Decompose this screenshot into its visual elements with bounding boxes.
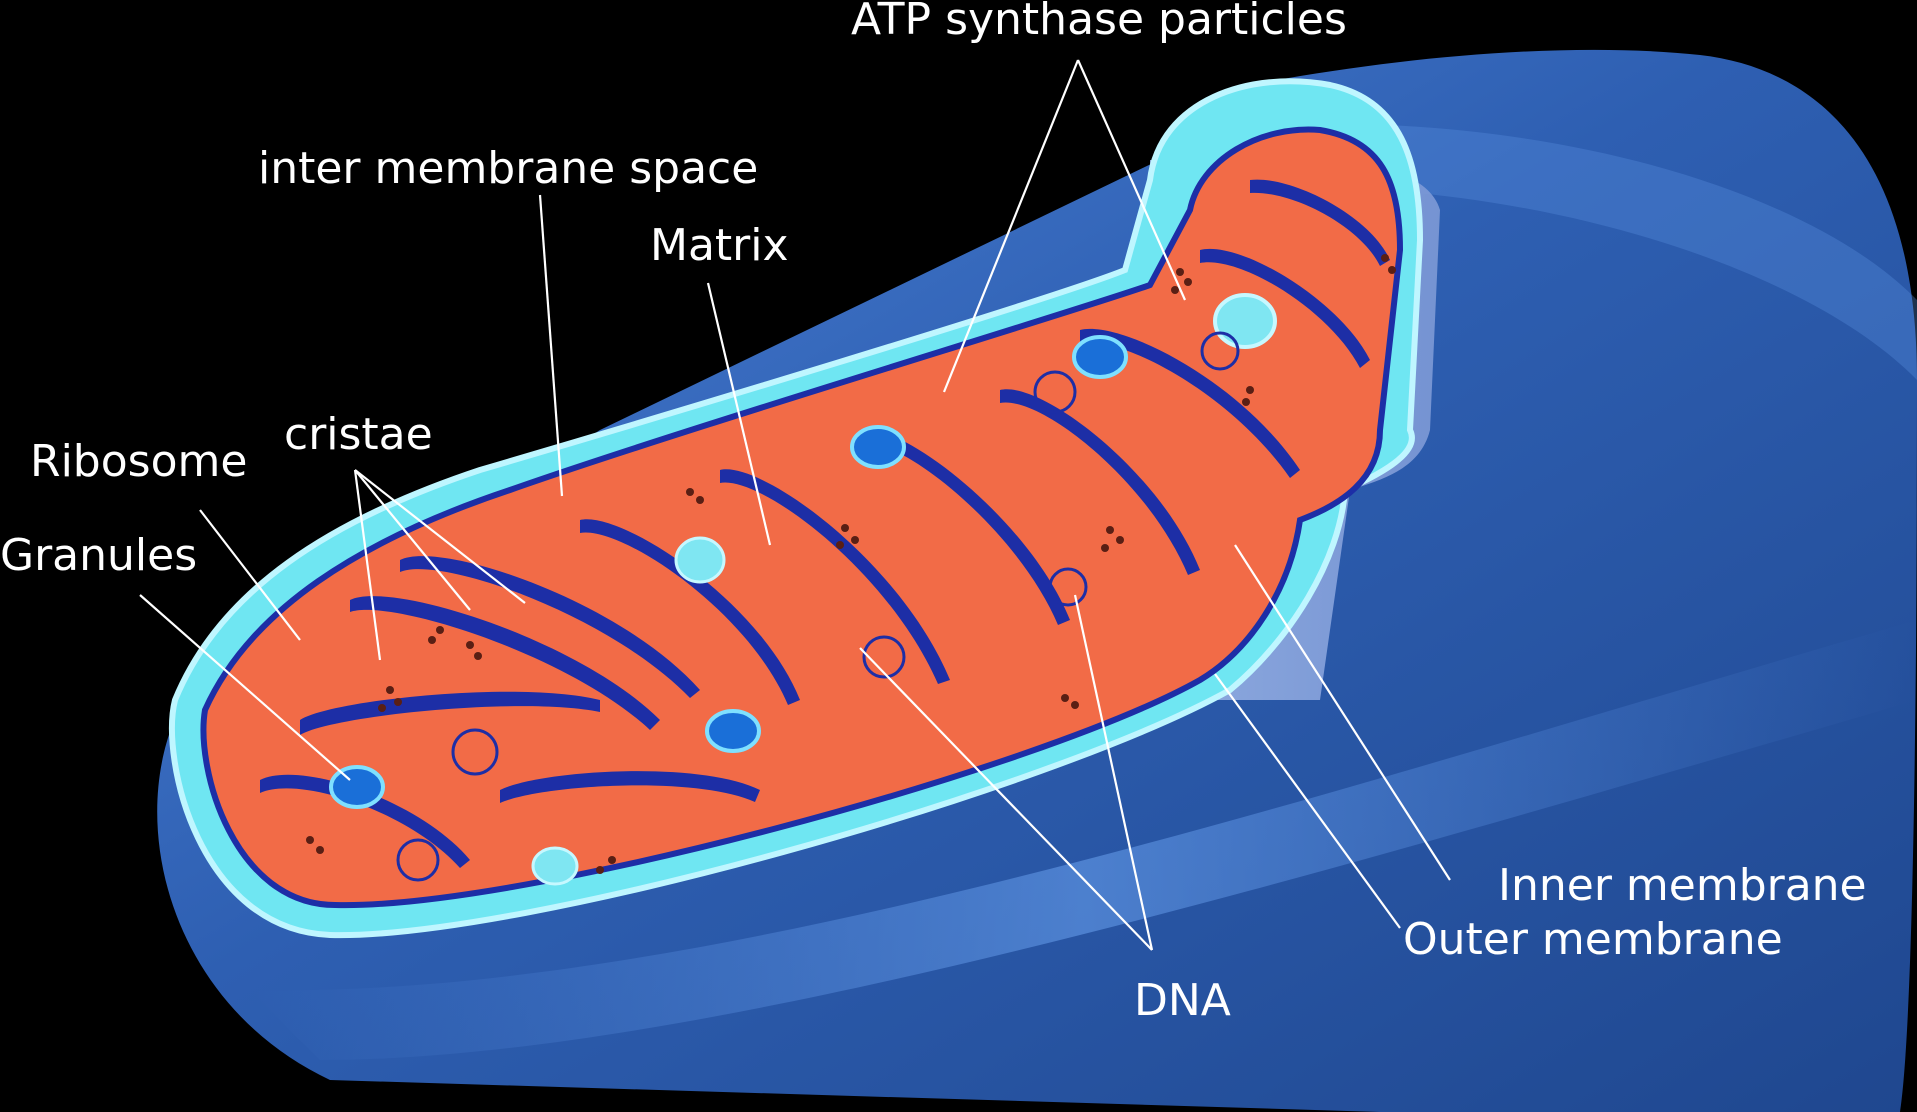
label-ribosome: Ribosome bbox=[30, 436, 247, 487]
label-inter-membrane-space: inter membrane space bbox=[258, 143, 758, 194]
label-granules: Granules bbox=[0, 530, 197, 581]
label-atp-synthase: ATP synthase particles bbox=[851, 0, 1347, 45]
label-inner-membrane: Inner membrane bbox=[1498, 860, 1867, 911]
label-cristae: cristae bbox=[284, 409, 433, 460]
label-outer-membrane: Outer membrane bbox=[1403, 914, 1783, 965]
label-dna: DNA bbox=[1134, 975, 1231, 1026]
label-matrix: Matrix bbox=[650, 220, 789, 271]
